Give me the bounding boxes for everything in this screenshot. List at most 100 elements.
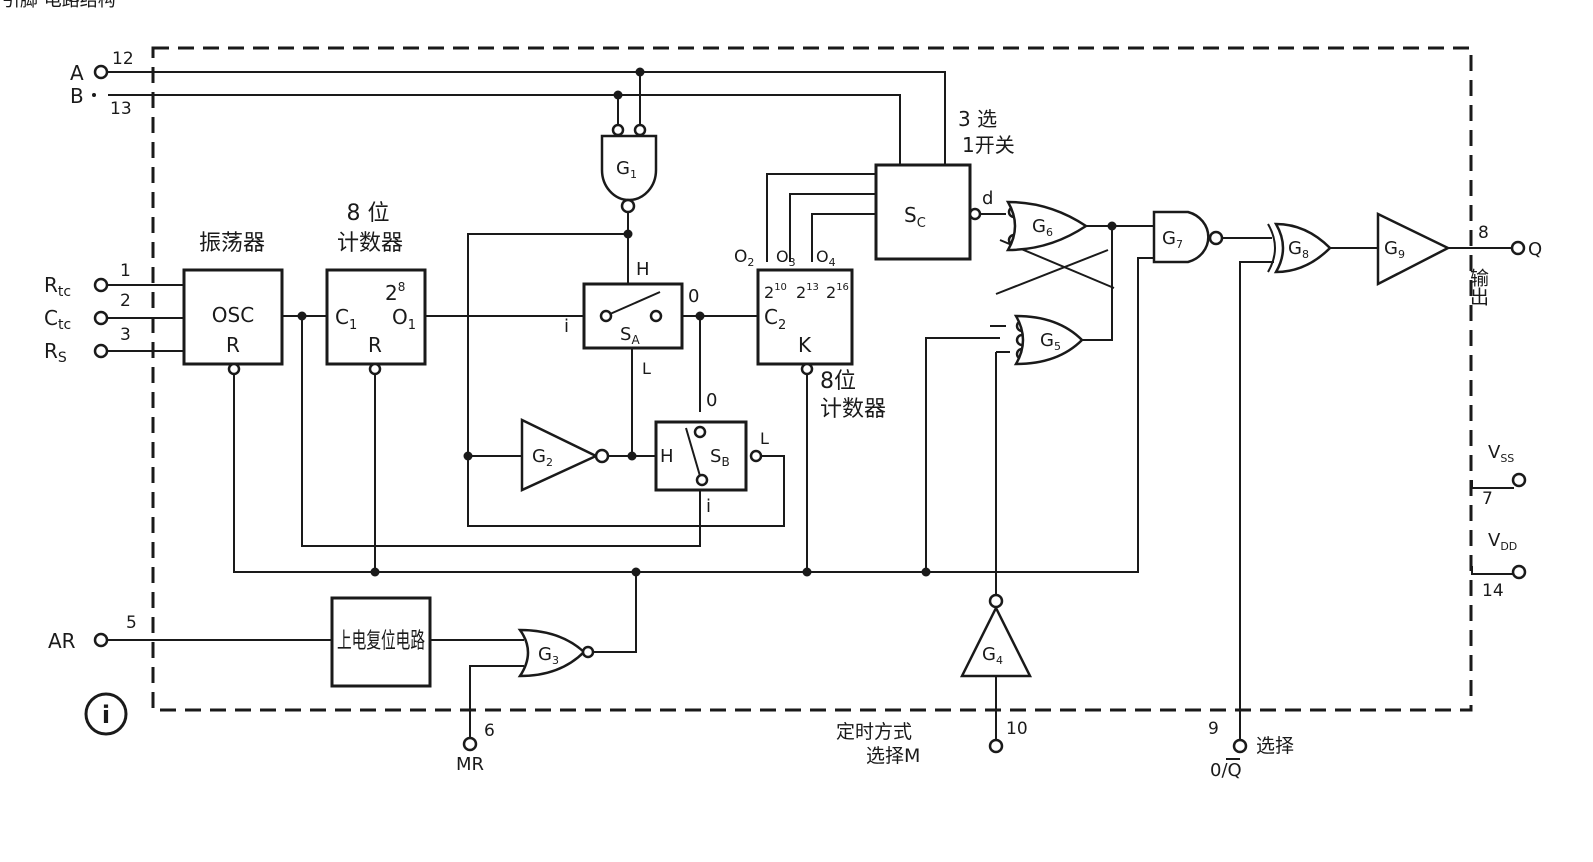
svg-text:1: 1 [120, 261, 131, 281]
junctions [297, 67, 1117, 577]
counter-1-block: C1 28 O1 R 8 位 计数器 [325, 201, 427, 376]
switch-sc-caption-2: 1开关 [962, 133, 1015, 157]
svg-text:OSC: OSC [212, 303, 254, 327]
svg-text:i: i [102, 701, 110, 729]
svg-text:R: R [368, 333, 382, 357]
pin-rtc: Rtc 1 [44, 261, 131, 300]
oscillator-caption: 振荡器 [199, 231, 265, 256]
counter-1-caption-2: 计数器 [337, 231, 403, 256]
oscillator-block: OSC R 振荡器 [182, 231, 284, 376]
pin-b: B 13 [70, 84, 132, 119]
svg-text:R: R [226, 333, 240, 357]
switch-sc-caption-1: 3 选 [958, 107, 997, 131]
svg-text:AR: AR [48, 629, 76, 653]
svg-text:G6: G6 [1032, 216, 1053, 239]
svg-text:14: 14 [1482, 581, 1504, 601]
switch-sa: SA H L i 0 [564, 259, 699, 378]
svg-text:O4: O4 [816, 247, 836, 269]
svg-text:7: 7 [1482, 489, 1493, 509]
svg-text:K: K [798, 333, 812, 357]
svg-text:VSS: VSS [1488, 442, 1514, 465]
gate-g3: G3 [517, 628, 595, 678]
counter-2-caption-1: 8位 [820, 369, 856, 394]
svg-text:i: i [706, 496, 711, 517]
svg-text:G5: G5 [1040, 330, 1061, 353]
svg-text:5: 5 [126, 613, 137, 633]
chip-boundary [151, 46, 1473, 712]
gate-g5: G5 [1013, 314, 1084, 366]
svg-text:O3: O3 [776, 247, 796, 269]
svg-text:G4: G4 [982, 644, 1003, 667]
svg-text:B: B [70, 84, 84, 108]
svg-text:0/Q: 0/Q [1210, 760, 1242, 781]
figure-marker: i [84, 692, 128, 736]
svg-text:RS: RS [44, 339, 67, 366]
svg-text:13: 13 [110, 99, 132, 119]
svg-text:Rtc: Rtc [44, 273, 71, 300]
pin-ctc: Ctc 2 [44, 291, 131, 333]
svg-text:L: L [760, 429, 769, 448]
svg-text:C2: C2 [764, 305, 786, 333]
svg-text:Ctc: Ctc [44, 306, 71, 333]
svg-text:i: i [564, 316, 569, 337]
gate-g1: G1 [600, 123, 658, 214]
svg-text:H: H [636, 259, 650, 280]
svg-text:SC: SC [904, 203, 926, 231]
svg-text:10: 10 [1006, 719, 1028, 739]
svg-text:28: 28 [385, 280, 405, 305]
counter-1-caption-1: 8 位 [347, 201, 390, 226]
svg-text:选择: 选择 [1256, 735, 1294, 757]
gate-g6: G6 [1005, 200, 1089, 252]
svg-text:O2: O2 [734, 247, 754, 269]
pin-ar: AR 5 [48, 613, 137, 653]
svg-text:Q: Q [1528, 239, 1542, 260]
svg-text:MR: MR [456, 754, 484, 775]
svg-text:C1: C1 [335, 305, 357, 333]
reset-block-text: 上电复位电路 [337, 629, 425, 654]
svg-text:2: 2 [120, 291, 131, 311]
svg-text:G9: G9 [1384, 238, 1405, 261]
gate-g7: G7 [1152, 210, 1224, 264]
svg-text:输出: 输出 [1467, 268, 1489, 306]
svg-text:0: 0 [706, 390, 717, 411]
svg-text:G2: G2 [532, 446, 553, 469]
counter-2-block: 210 213 216 C2 K O2 O3 O4 8位 计数器 [734, 247, 886, 422]
header-fragment: 引脚 电路结构 [2, 0, 116, 11]
gate-g4: G4 [959, 593, 1033, 678]
svg-text:12: 12 [112, 49, 134, 69]
pin-rs: RS 3 [44, 325, 131, 366]
svg-text:L: L [642, 359, 651, 378]
svg-text:SB: SB [710, 446, 730, 469]
svg-text:9: 9 [1208, 719, 1219, 739]
pin-mr: 6 MR [456, 721, 495, 775]
svg-text:0: 0 [688, 286, 699, 307]
gate-g9: G9 [1376, 212, 1451, 287]
svg-text:d: d [982, 188, 993, 209]
svg-text:SA: SA [620, 324, 640, 347]
switch-sb: SB H L 0 i [654, 390, 769, 517]
svg-text:6: 6 [484, 721, 495, 741]
pin-timing-mode: 10 定时方式 选择M [836, 719, 1028, 767]
svg-text:216: 216 [826, 282, 849, 302]
svg-text:定时方式: 定时方式 [836, 721, 912, 743]
svg-text:O1: O1 [392, 305, 416, 333]
pin-vdd: VDD 14 [1482, 530, 1527, 601]
counter-2-caption-2: 计数器 [820, 397, 886, 422]
pin-q-output: 8 Q 输出 [1467, 223, 1542, 306]
pin-select: 9 选择 0/Q [1208, 719, 1294, 781]
svg-text:VDD: VDD [1488, 530, 1517, 553]
svg-text:3: 3 [120, 325, 131, 345]
svg-text:210: 210 [764, 282, 787, 302]
svg-text:8: 8 [1478, 223, 1489, 243]
svg-text:213: 213 [796, 282, 819, 302]
pin-a: A 12 [70, 49, 134, 85]
svg-text:H: H [660, 446, 674, 467]
svg-text:A: A [70, 61, 84, 85]
svg-text:选择M: 选择M [866, 745, 920, 767]
gate-g2: G2 [520, 418, 610, 492]
pin-vss: VSS 7 [1482, 442, 1527, 509]
svg-text:G3: G3 [538, 644, 559, 667]
svg-text:G7: G7 [1162, 228, 1183, 251]
svg-text:G8: G8 [1288, 238, 1309, 261]
